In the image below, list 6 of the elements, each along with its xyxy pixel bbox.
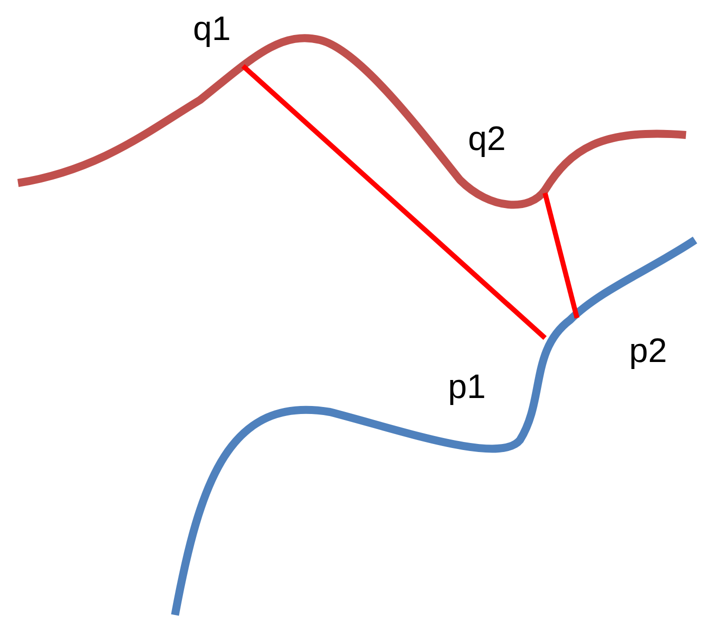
- point-label: p1: [448, 370, 486, 404]
- connector-line: [241, 64, 547, 340]
- connector-line: [542, 192, 580, 319]
- point-label: q2: [468, 122, 506, 156]
- point-label: q1: [193, 12, 231, 46]
- point-label: p2: [629, 334, 667, 368]
